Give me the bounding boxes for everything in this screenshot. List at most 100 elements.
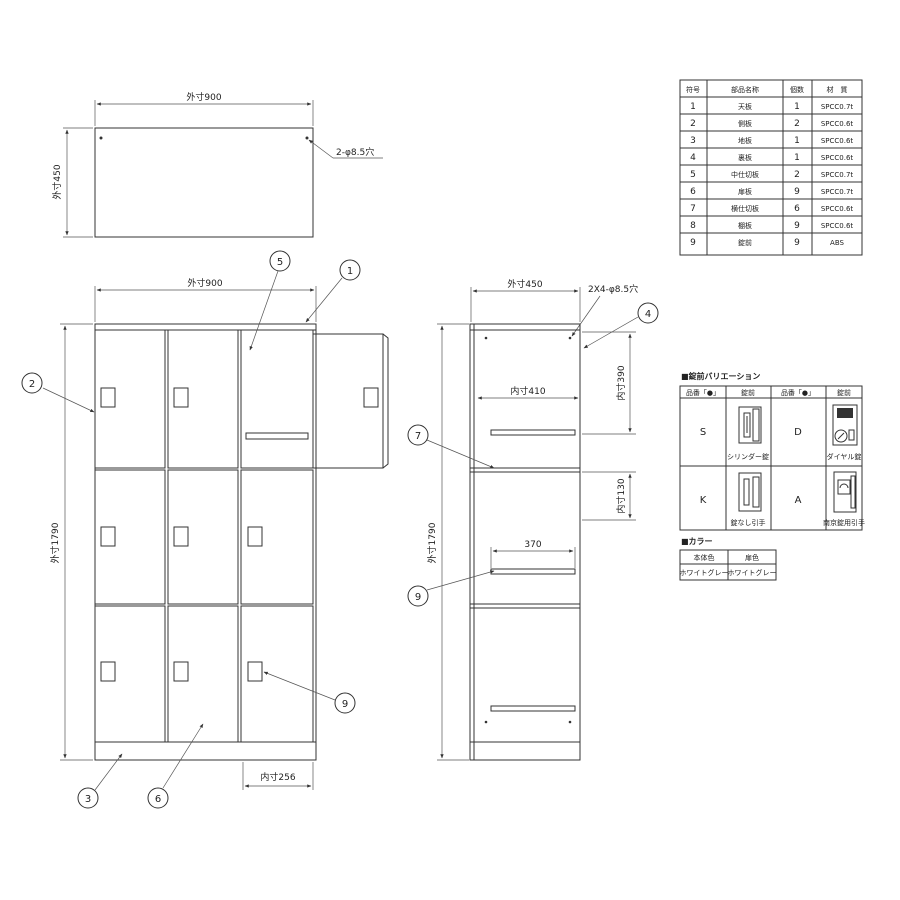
- top-width-label: 外寸900: [186, 91, 221, 103]
- side-shelf-label: 370: [524, 540, 541, 550]
- lock-header-lock-left: 錠前: [741, 388, 755, 397]
- front-view: 外寸900 外寸1790: [21, 250, 389, 809]
- colors-value-body: ホワイトグレー: [680, 568, 729, 577]
- part-material: SPCC0.7t: [821, 103, 854, 111]
- lock-icon: [100, 387, 116, 408]
- top-depth-label: 外寸450: [51, 164, 63, 199]
- side-view: 外寸450 2X4-φ8.5穴 外寸1790 内寸410 内寸390: [407, 278, 659, 761]
- part-code: 4: [690, 153, 696, 163]
- lock-caption-dial: ダイヤル錠: [827, 452, 862, 461]
- part-material: SPCC0.6t: [821, 154, 854, 162]
- part-name: 裏板: [738, 153, 752, 162]
- lock-icon: [247, 661, 263, 682]
- balloon-2: 2: [29, 379, 35, 390]
- part-qty: 1: [794, 153, 800, 163]
- top-hole-right: [305, 136, 309, 140]
- door-r3-c1[interactable]: [94, 605, 166, 743]
- lock-icon: [173, 661, 189, 682]
- part-code: 9: [690, 238, 696, 248]
- balloon-3: 3: [85, 794, 91, 805]
- lock-icon: [100, 526, 116, 547]
- part-name: 側板: [738, 119, 752, 128]
- part-name: 扉板: [738, 187, 752, 196]
- door-r3-c3[interactable]: [240, 605, 314, 743]
- lock-header-code-right: 品番「●」: [781, 389, 815, 397]
- lock-code-s: S: [700, 427, 706, 438]
- part-code: 7: [690, 204, 696, 214]
- part-material: SPCC0.6t: [821, 137, 854, 145]
- door-r1-c1[interactable]: [94, 329, 166, 469]
- door-r1-c2[interactable]: [167, 329, 239, 469]
- top-view: 外寸900 外寸450 2-φ8.5穴: [51, 91, 383, 238]
- balloon-5: 5: [277, 257, 283, 268]
- part-qty: 1: [794, 102, 800, 112]
- door-width-label: 内寸256: [260, 771, 295, 783]
- part-code: 6: [690, 187, 696, 197]
- dial-lock-icon: [832, 404, 858, 446]
- part-material: SPCC0.6t: [821, 222, 854, 230]
- part-qty: 2: [794, 170, 800, 180]
- side-hole-note: 2X4-φ8.5穴: [588, 283, 638, 295]
- side-inner-h1-label: 内寸390: [615, 365, 627, 400]
- lock-caption-cylinder: シリンダー錠: [727, 452, 769, 461]
- part-qty: 9: [794, 187, 800, 197]
- part-qty: 2: [794, 119, 800, 129]
- side-inner-h2-label: 内寸130: [615, 478, 627, 513]
- colors-table: ■カラー 本体色 扉色 ホワイトグレー ホワイトグレー: [679, 537, 777, 581]
- lock-caption-padlock: 南京錠用引手: [823, 518, 865, 527]
- part-name: 地板: [738, 136, 752, 145]
- cylinder-lock-icon: [738, 406, 762, 444]
- side-inner-width-label: 内寸410: [510, 385, 545, 397]
- colors-title: ■カラー: [681, 537, 713, 546]
- lock-icon: [173, 526, 189, 547]
- door-r2-c2[interactable]: [167, 469, 239, 605]
- lock-icon: [247, 526, 263, 547]
- part-qty: 9: [794, 221, 800, 231]
- door-r2-c3[interactable]: [240, 469, 314, 605]
- part-name: 錠前: [738, 238, 752, 247]
- part-name: 天板: [738, 102, 752, 111]
- balloon-6: 6: [155, 794, 161, 805]
- top-hole-note: 2-φ8.5穴: [336, 146, 374, 158]
- part-code: 3: [690, 136, 696, 146]
- part-material: ABS: [830, 239, 844, 247]
- lock-icon: [363, 387, 379, 408]
- part-code: 8: [690, 221, 696, 231]
- door-r3-c2[interactable]: [167, 605, 239, 743]
- parts-header-material: 材 質: [827, 85, 848, 94]
- top-view-outline: [94, 127, 314, 238]
- lock-icon: [100, 661, 116, 682]
- side-shelf: [490, 568, 576, 575]
- door-open[interactable]: [312, 333, 384, 469]
- parts-header-name: 部品名称: [731, 85, 759, 94]
- lock-variations-title: ■錠前バリエーション: [681, 371, 760, 381]
- door-locks: [100, 387, 379, 682]
- part-name: 中仕切板: [731, 170, 759, 179]
- top-hole-left: [99, 136, 103, 140]
- lock-code-k: K: [700, 495, 707, 506]
- lock-icon: [173, 387, 189, 408]
- colors-header-body: 本体色: [694, 553, 715, 562]
- lock-header-lock-right: 錠前: [837, 388, 851, 397]
- lock-variations: ■錠前バリエーション 品番「●」 錠前 品番「●」 錠前 S シリンダー錠 D …: [679, 371, 865, 531]
- door-r2-c1[interactable]: [94, 469, 166, 605]
- open-compartment: [240, 329, 314, 469]
- balloon-4: 4: [645, 309, 651, 320]
- front-body-outline: [94, 323, 317, 761]
- part-qty: 1: [794, 136, 800, 146]
- part-material: SPCC0.7t: [821, 171, 854, 179]
- parts-header-code: 符号: [686, 85, 700, 94]
- colors-value-door: ホワイトグレー: [728, 568, 777, 577]
- padlock-handle-icon: [833, 471, 857, 513]
- side-depth-label: 外寸450: [507, 278, 542, 290]
- side-shelf: [490, 705, 576, 712]
- part-name: 棚板: [738, 221, 752, 230]
- side-height-label: 外寸1790: [426, 522, 438, 563]
- no-lock-handle-icon: [738, 472, 762, 512]
- part-code: 1: [690, 102, 696, 112]
- part-qty: 6: [794, 204, 800, 214]
- balloon-1: 1: [347, 266, 353, 277]
